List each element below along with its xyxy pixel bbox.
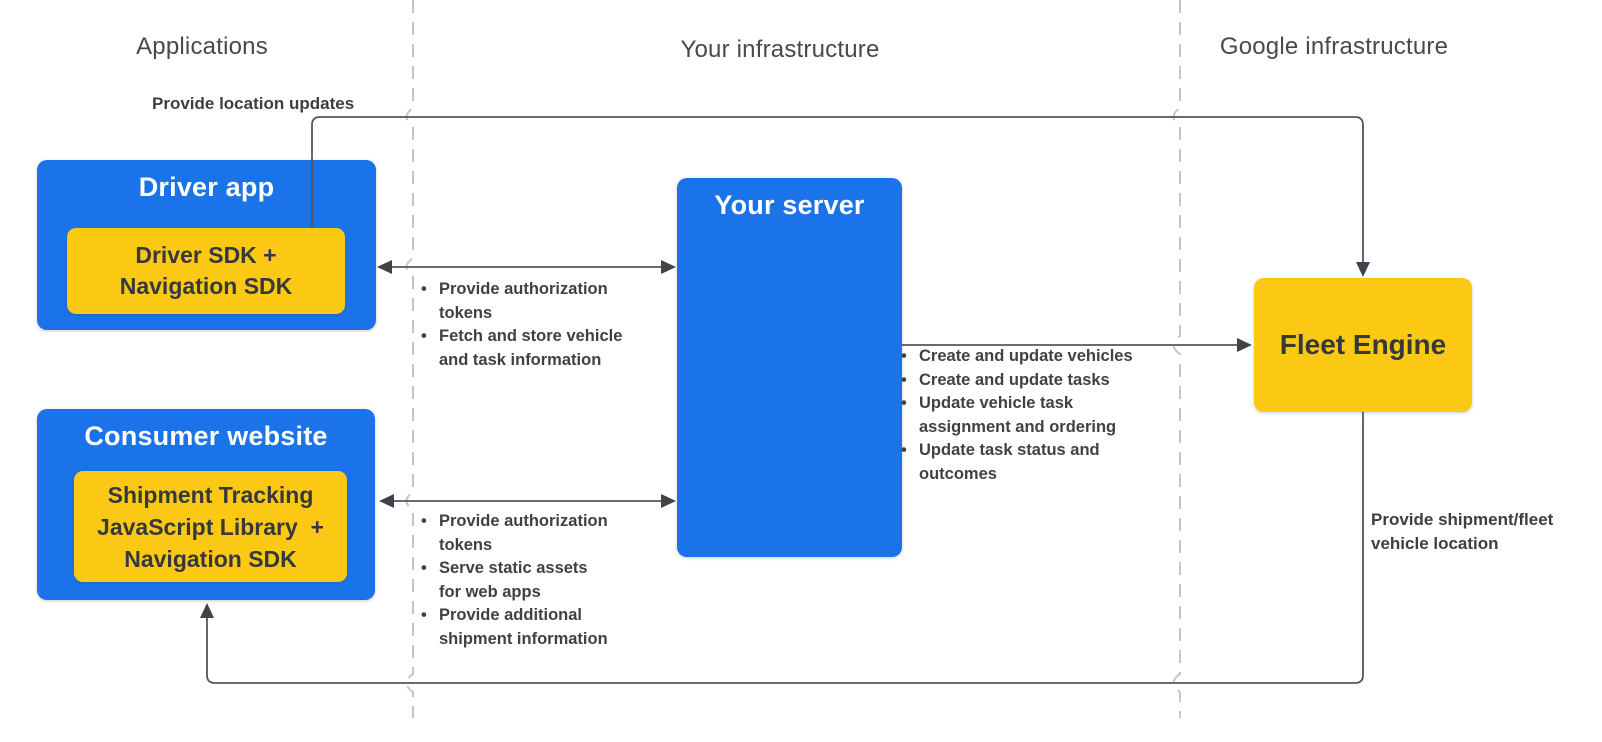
list-item-text: Create and update vehicles bbox=[919, 347, 1133, 365]
driver-app-title: Driver app bbox=[138, 172, 275, 202]
arrowhead-into-consumer-website bbox=[379, 494, 394, 508]
driver-sdk-node: Driver SDK +Navigation SDK bbox=[67, 228, 345, 314]
bullet-icon: • bbox=[421, 606, 427, 624]
arrowhead-into-consumer-website-bottom bbox=[200, 603, 214, 618]
column-header-google-infrastructure: Google infrastructure bbox=[1219, 33, 1449, 60]
bullet-icon: • bbox=[901, 441, 907, 459]
bullet-icon: • bbox=[421, 280, 427, 298]
bullet-icon: • bbox=[421, 559, 427, 577]
your-server-node: Your server bbox=[677, 178, 902, 557]
bullet-icon: • bbox=[421, 512, 427, 530]
divider-your-google-infrastructure bbox=[1172, 0, 1181, 718]
arrowhead-into-fleet-engine-left bbox=[1237, 338, 1252, 352]
driver-sdk-label: Driver SDK +Navigation SDK bbox=[119, 242, 293, 299]
fleet-engine-title: Fleet Engine bbox=[1279, 329, 1447, 360]
fleet-engine-node: Fleet Engine bbox=[1254, 278, 1472, 412]
bullet-icon: • bbox=[901, 394, 907, 412]
consumer-website-title: Consumer website bbox=[84, 421, 328, 451]
list-item-text: Create and update tasks bbox=[919, 370, 1110, 389]
column-header-your-infrastructure: Your infrastructure bbox=[680, 36, 880, 63]
list-item: • Create and update vehicles bbox=[901, 345, 1133, 369]
arrowhead-into-your-server-lower bbox=[661, 494, 676, 508]
driver-app-node: Driver app Driver SDK +Navigation SDK bbox=[37, 160, 376, 330]
label-provide-location-updates: Provide location updates bbox=[152, 94, 355, 113]
your-server-title: Your server bbox=[714, 190, 865, 220]
list-item: • Create and update tasks bbox=[901, 369, 1133, 393]
arrowhead-into-driver-app bbox=[377, 260, 392, 274]
arrowhead-into-your-server-upper bbox=[661, 260, 676, 274]
server-to-fleet-bullet-list: • Create and update vehicles • Create and u… bbox=[901, 345, 1133, 486]
bullet-icon: • bbox=[901, 347, 907, 365]
arrowhead-into-fleet-engine-top bbox=[1356, 262, 1370, 277]
bullet-icon: • bbox=[901, 370, 907, 389]
divider-applications-your-infrastructure bbox=[405, 0, 414, 718]
column-header-applications: Applications bbox=[136, 33, 268, 60]
bullet-icon: • bbox=[421, 327, 427, 345]
